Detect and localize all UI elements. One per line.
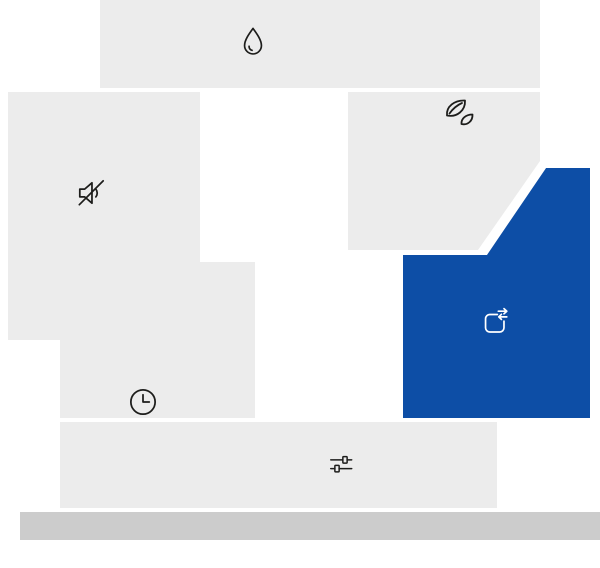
speaker-muted-icon <box>78 179 105 206</box>
tile-time[interactable] <box>60 262 255 418</box>
clock-icon <box>129 388 157 416</box>
water-drop-icon <box>243 27 263 55</box>
bottom-bar <box>20 512 600 540</box>
tile-settings[interactable] <box>60 422 497 508</box>
sliders-icon <box>330 455 353 473</box>
leaf-icon <box>446 99 474 126</box>
tile-water[interactable] <box>100 0 540 88</box>
tap-sync-icon <box>484 307 508 333</box>
